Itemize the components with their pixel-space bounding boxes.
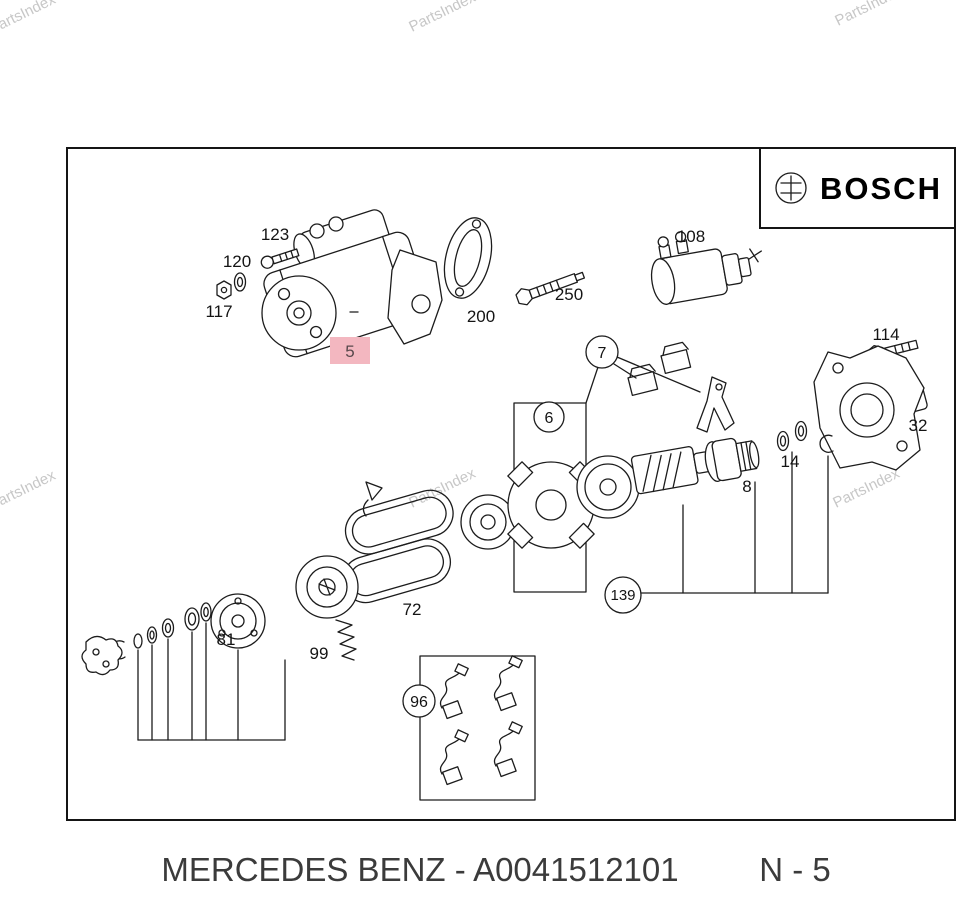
part-badge-7[interactable]: 7 — [585, 335, 619, 369]
footer-page-ref: N - 5 — [759, 851, 831, 888]
part-label-5: 5 — [345, 342, 354, 361]
part-label-32[interactable]: 32 — [909, 416, 928, 435]
bosch-logo-box: BOSCH — [759, 147, 956, 229]
footer: MERCEDES BENZ - A0041512101 N - 5 — [161, 851, 830, 888]
bracket-lines-139 — [640, 451, 829, 594]
small-washers-drawing — [81, 602, 212, 676]
bracket-lines-left — [137, 622, 286, 741]
washers-14-drawing — [776, 420, 834, 453]
bolt-250-drawing — [515, 271, 586, 306]
badge-circle — [402, 684, 436, 718]
drive-pinion-8-drawing — [704, 437, 760, 483]
part-label-250[interactable]: 250 — [555, 285, 583, 304]
badge-circle — [585, 335, 619, 369]
brush-block-drawing — [660, 341, 692, 375]
part-label-123[interactable]: 123 — [261, 225, 289, 244]
part-label-6: 6 — [545, 410, 554, 427]
part-label-108[interactable]: 108 — [677, 227, 705, 246]
part-label-81[interactable]: 81 — [217, 630, 236, 649]
highlight-box — [330, 337, 370, 364]
solenoid-108-drawing — [650, 231, 762, 305]
bolt-123-drawing — [260, 248, 300, 269]
bosch-anchor-icon — [775, 172, 807, 204]
part-label-14[interactable]: 14 — [781, 452, 800, 471]
bearing-shield-drawing — [460, 494, 516, 550]
nut-117-drawing — [216, 280, 232, 300]
part-label-139: 139 — [610, 587, 635, 604]
starter-motor-assembly — [261, 209, 443, 358]
intermediate-plate-drawing — [295, 555, 359, 619]
part-badge-139[interactable]: 139 — [604, 576, 642, 614]
part-badge-96[interactable]: 96 — [402, 684, 436, 718]
part-label-72[interactable]: 72 — [403, 600, 422, 619]
part-label-117[interactable]: 117 — [205, 302, 232, 321]
part-label-120[interactable]: 120 — [223, 252, 251, 271]
part-label-5-highlighted[interactable]: 5 — [330, 337, 370, 364]
footer-title: MERCEDES BENZ - A0041512101 — [161, 851, 678, 888]
badge-circle — [533, 401, 565, 433]
watermark: PartsIndex — [832, 0, 904, 30]
badge-circle — [604, 576, 642, 614]
washer-120-drawing — [233, 272, 247, 292]
part-label-114[interactable]: 114 — [872, 325, 899, 344]
watermark: PartsIndex — [830, 465, 902, 512]
part-label-99[interactable]: 99 — [310, 644, 329, 663]
spring-99-drawing — [335, 619, 357, 661]
watermark: PartsIndex — [406, 0, 478, 36]
leader-lines-7 — [585, 356, 701, 404]
gasket-200-drawing — [443, 217, 493, 299]
end-shield-81-drawing — [210, 593, 266, 649]
part-label-200[interactable]: 200 — [467, 307, 495, 326]
part-label-96: 96 — [410, 694, 428, 711]
drive-end-housing-drawing — [813, 345, 925, 471]
brush-set-96-box — [419, 655, 536, 801]
armature-drawing — [576, 446, 711, 519]
part-label-8[interactable]: 8 — [742, 477, 751, 496]
part-badge-6[interactable]: 6 — [533, 401, 565, 433]
part-label-7: 7 — [598, 345, 607, 362]
engagement-fork-drawing — [696, 376, 735, 433]
watermark: PartsIndex — [0, 467, 59, 514]
watermark: PartsIndex — [0, 0, 59, 38]
bosch-wordmark: BOSCH — [820, 171, 942, 206]
diagram-border — [66, 147, 956, 821]
